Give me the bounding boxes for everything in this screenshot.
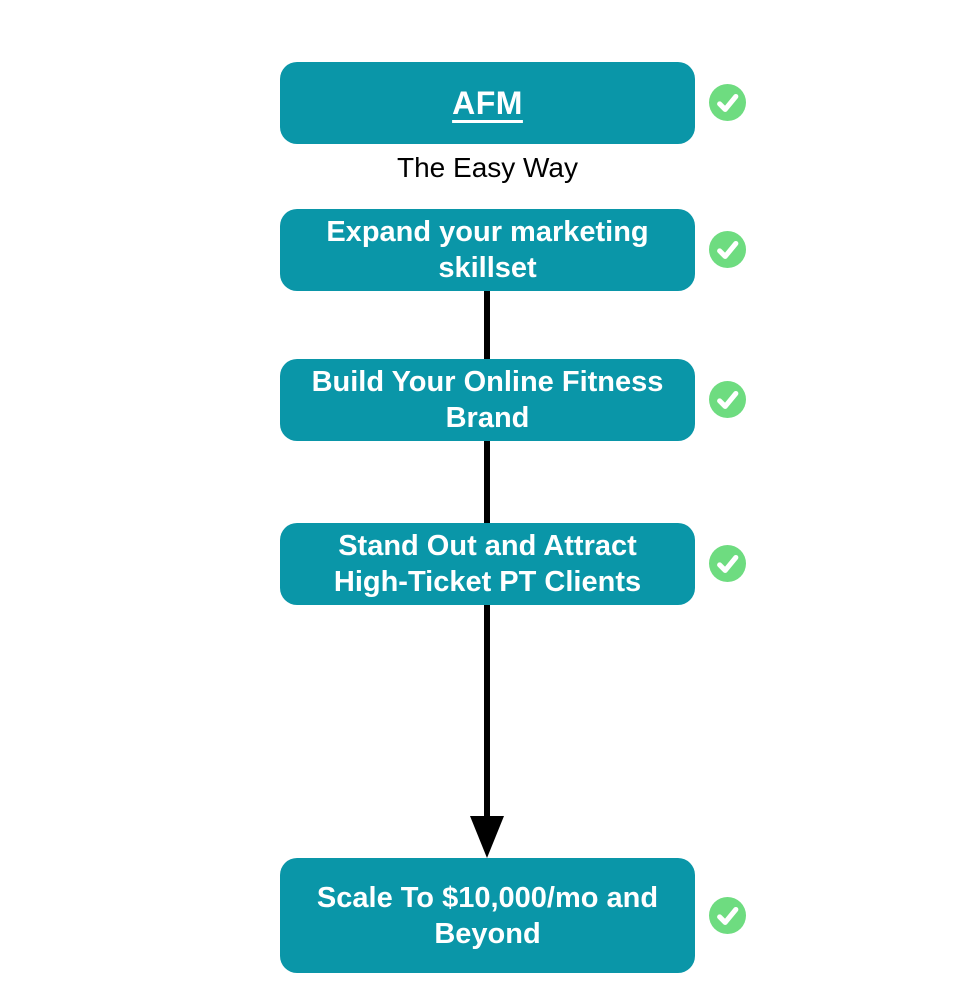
connector-line xyxy=(484,441,490,523)
check-circle-icon xyxy=(709,84,746,121)
caption-the-easy-way: The Easy Way xyxy=(396,152,578,183)
node-build-online-fitness-brand[interactable]: Build Your Online Fitness Brand xyxy=(280,359,695,441)
node-expand-marketing-skillset[interactable]: Expand your marketing skillset xyxy=(280,209,695,291)
node-scale-to-10k-label: Scale To $10,000/mo and Beyond xyxy=(316,881,659,950)
node-stand-out-attract-clients-label: Stand Out and Attract High-Ticket PT Cli… xyxy=(333,530,642,598)
node-stand-out-attract-clients[interactable]: Stand Out and Attract High-Ticket PT Cli… xyxy=(280,523,695,605)
node-build-online-fitness-brand-label: Build Your Online Fitness Brand xyxy=(311,366,664,434)
node-expand-marketing-skillset-label: Expand your marketing skillset xyxy=(326,216,649,284)
connector-line xyxy=(484,290,490,359)
check-circle-icon xyxy=(709,545,746,582)
connector-line xyxy=(484,605,490,818)
check-circle-icon xyxy=(709,381,746,418)
arrow-down-icon xyxy=(470,816,504,858)
node-scale-to-10k[interactable]: Scale To $10,000/mo and Beyond xyxy=(280,858,695,973)
node-afm[interactable]: AFM xyxy=(280,62,695,144)
check-circle-icon xyxy=(709,231,746,268)
node-afm-label: AFM xyxy=(452,85,523,121)
check-circle-icon xyxy=(709,897,746,934)
